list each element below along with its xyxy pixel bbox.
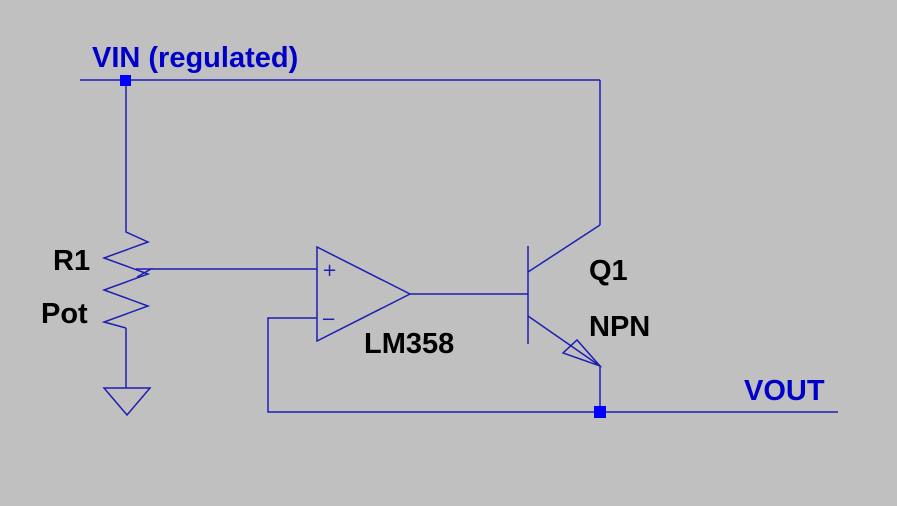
opamp-minus-sign: −: [321, 309, 336, 330]
q1-ref-label: Q1: [589, 255, 628, 287]
net-label-vout: VOUT: [744, 375, 825, 407]
potentiometer-r1[interactable]: [101, 228, 317, 388]
junction-vout: [594, 406, 606, 418]
r1-ref-label: R1: [53, 245, 90, 277]
u1-value-label: LM358: [364, 328, 454, 360]
r1-value-label: Pot: [41, 298, 88, 330]
ground-symbol: [102, 387, 152, 417]
vin-rail: [80, 79, 601, 228]
transistor-q1[interactable]: [527, 224, 603, 412]
opamp-lm358[interactable]: [316, 245, 528, 343]
junction-vin: [120, 75, 131, 86]
opamp-plus-sign: +: [322, 260, 337, 281]
feedback-wire: [267, 317, 600, 413]
q1-value-label: NPN: [589, 311, 650, 343]
net-label-vin: VIN (regulated): [92, 42, 298, 74]
